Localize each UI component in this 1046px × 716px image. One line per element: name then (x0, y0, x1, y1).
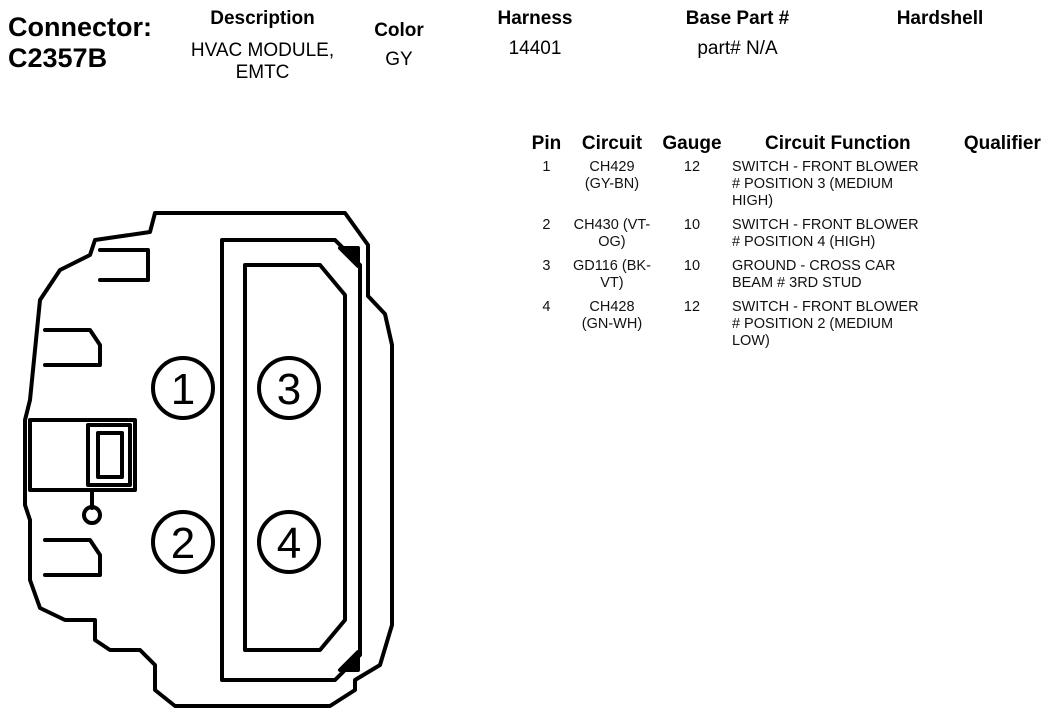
harness-value: 14401 (508, 38, 562, 59)
pin-4-label: 4 (277, 519, 301, 568)
function-cell: SWITCH - FRONT BLOWER# POSITION 4 (HIGH) (729, 217, 947, 258)
connector-title: Connector: C2357B (8, 12, 152, 74)
pin-cell: 3 (542, 258, 551, 274)
base-part-header: Base Part # (685, 8, 790, 29)
qualifier-cell (947, 159, 1046, 217)
pin-cell: 4 (542, 299, 551, 315)
circuit-code: GD116 (BK- (573, 258, 651, 274)
gauge-cell: 12 (683, 159, 701, 175)
latch-outer (28, 418, 137, 492)
circuit-cell: CH428(GN-WH) (569, 299, 655, 357)
circuit-color: VT) (600, 275, 624, 291)
function-col-header: Circuit Function (765, 133, 911, 154)
pin-table: Pin Circuit Gauge Circuit Function Quali… (524, 131, 1046, 357)
pin-table-header: Pin Circuit Gauge Circuit Function Quali… (524, 131, 1046, 159)
harness-header: Harness (497, 8, 573, 29)
circuit-color: (GY-BN) (584, 176, 640, 192)
gauge-cell: 10 (683, 258, 701, 274)
function-cell: SWITCH - FRONT BLOWER# POSITION 2 (MEDIU… (729, 299, 947, 357)
function-line: # POSITION 3 (MEDIUM (731, 176, 894, 192)
function-line: SWITCH - FRONT BLOWER (731, 299, 919, 315)
pin-cell: 1 (542, 159, 551, 175)
color-header: Color (374, 20, 424, 41)
pin-2-circle (151, 510, 215, 574)
function-cell: SWITCH - FRONT BLOWER# POSITION 3 (MEDIU… (729, 159, 947, 217)
qualifier-cell (947, 217, 1046, 258)
description-value: HVAC MODULE, EMTC (180, 40, 345, 84)
pin-2-label: 2 (171, 519, 195, 568)
qualifier-col-header: Qualifier (963, 133, 1041, 154)
pin-1-circle (151, 356, 215, 420)
circuit-color: (GN-WH) (581, 316, 643, 332)
description-header: Description (210, 8, 315, 29)
pin-3-circle (257, 356, 321, 420)
pin-3-label: 3 (277, 365, 301, 414)
pin-4-circle (257, 510, 321, 574)
pin-col-header: Pin (531, 133, 562, 154)
circuit-color: OG) (598, 234, 626, 250)
circuit-cell: CH429(GY-BN) (569, 159, 655, 217)
table-row: 4 CH428(GN-WH) 12 SWITCH - FRONT BLOWER#… (524, 299, 1046, 357)
circuit-code: CH429 (589, 159, 635, 175)
description-line1: HVAC MODULE, (190, 40, 335, 61)
connector-id: C2357B (8, 43, 108, 73)
connector-inner-wall (98, 248, 150, 282)
connector-face-diagram: 1 3 2 4 (23, 211, 394, 708)
gauge-col-header: Gauge (662, 133, 722, 154)
pin-1-label: 1 (171, 365, 195, 414)
function-line: # POSITION 2 (MEDIUM (731, 316, 894, 332)
circuit-cell: CH430 (VT-OG) (569, 217, 655, 258)
table-row: 2 CH430 (VT-OG) 10 SWITCH - FRONT BLOWER… (524, 217, 1046, 258)
function-line: HIGH) (731, 193, 774, 209)
function-line: # POSITION 4 (HIGH) (731, 234, 876, 250)
function-line: SWITCH - FRONT BLOWER (731, 217, 919, 233)
function-line: GROUND - CROSS CAR (731, 258, 896, 274)
function-line: LOW) (731, 333, 770, 349)
pin-cell: 2 (542, 217, 551, 233)
color-value: GY (385, 49, 413, 70)
table-row: 1 CH429(GY-BN) 12 SWITCH - FRONT BLOWER#… (524, 159, 1046, 217)
connector-housing-outline (23, 211, 394, 708)
qualifier-cell (947, 299, 1046, 357)
terminal-cavity-outer (220, 238, 362, 682)
hardshell-header: Hardshell (896, 8, 984, 29)
gauge-cell: 10 (683, 217, 701, 233)
function-line: BEAM # 3RD STUD (731, 275, 862, 291)
latch-inner (86, 423, 132, 487)
corner-marker-top (338, 246, 360, 268)
description-line2: EMTC (235, 62, 290, 83)
latch-core (96, 431, 124, 479)
terminal-cavity-inner (243, 263, 347, 652)
qualifier-cell (947, 258, 1046, 299)
connector-label: Connector: (8, 12, 152, 42)
lock-tab-lower (43, 538, 102, 577)
corner-marker-bottom (338, 650, 360, 672)
base-part-value: part# N/A (697, 38, 778, 59)
lock-tab-upper (43, 328, 102, 367)
gauge-cell: 12 (683, 299, 701, 315)
function-line: SWITCH - FRONT BLOWER (731, 159, 919, 175)
circuit-col-header: Circuit (581, 133, 643, 154)
circuit-code: CH430 (VT- (573, 217, 651, 233)
circuit-cell: GD116 (BK-VT) (569, 258, 655, 299)
circuit-code: CH428 (589, 299, 635, 315)
